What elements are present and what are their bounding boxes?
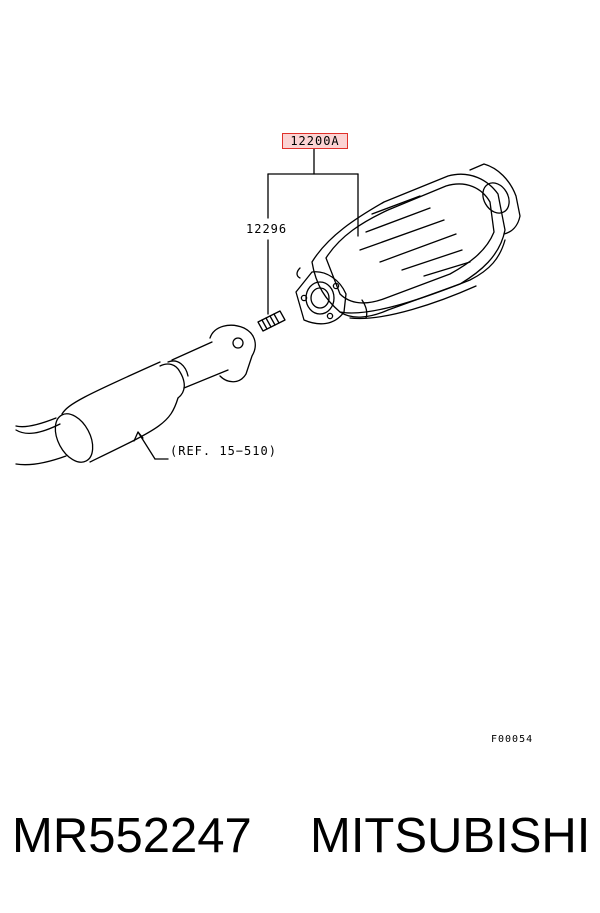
catalytic-converter-drawing-icon — [295, 163, 521, 325]
leader-lines — [133, 147, 359, 460]
exhaust-pipe-drawing-icon — [15, 324, 256, 466]
stud-drawing-icon — [257, 310, 286, 332]
brand-name: MITSUBISHI — [310, 809, 591, 863]
part-number: MR552247 — [12, 809, 252, 863]
part-caption: MR552247 MITSUBISHI — [12, 806, 592, 866]
figure-code: F00054 — [491, 734, 534, 745]
callout-main-assembly[interactable]: 12200A — [282, 133, 348, 149]
callout-reference[interactable]: (REF. 15−510) — [170, 444, 277, 458]
callout-stud[interactable]: 12296 — [246, 222, 288, 236]
